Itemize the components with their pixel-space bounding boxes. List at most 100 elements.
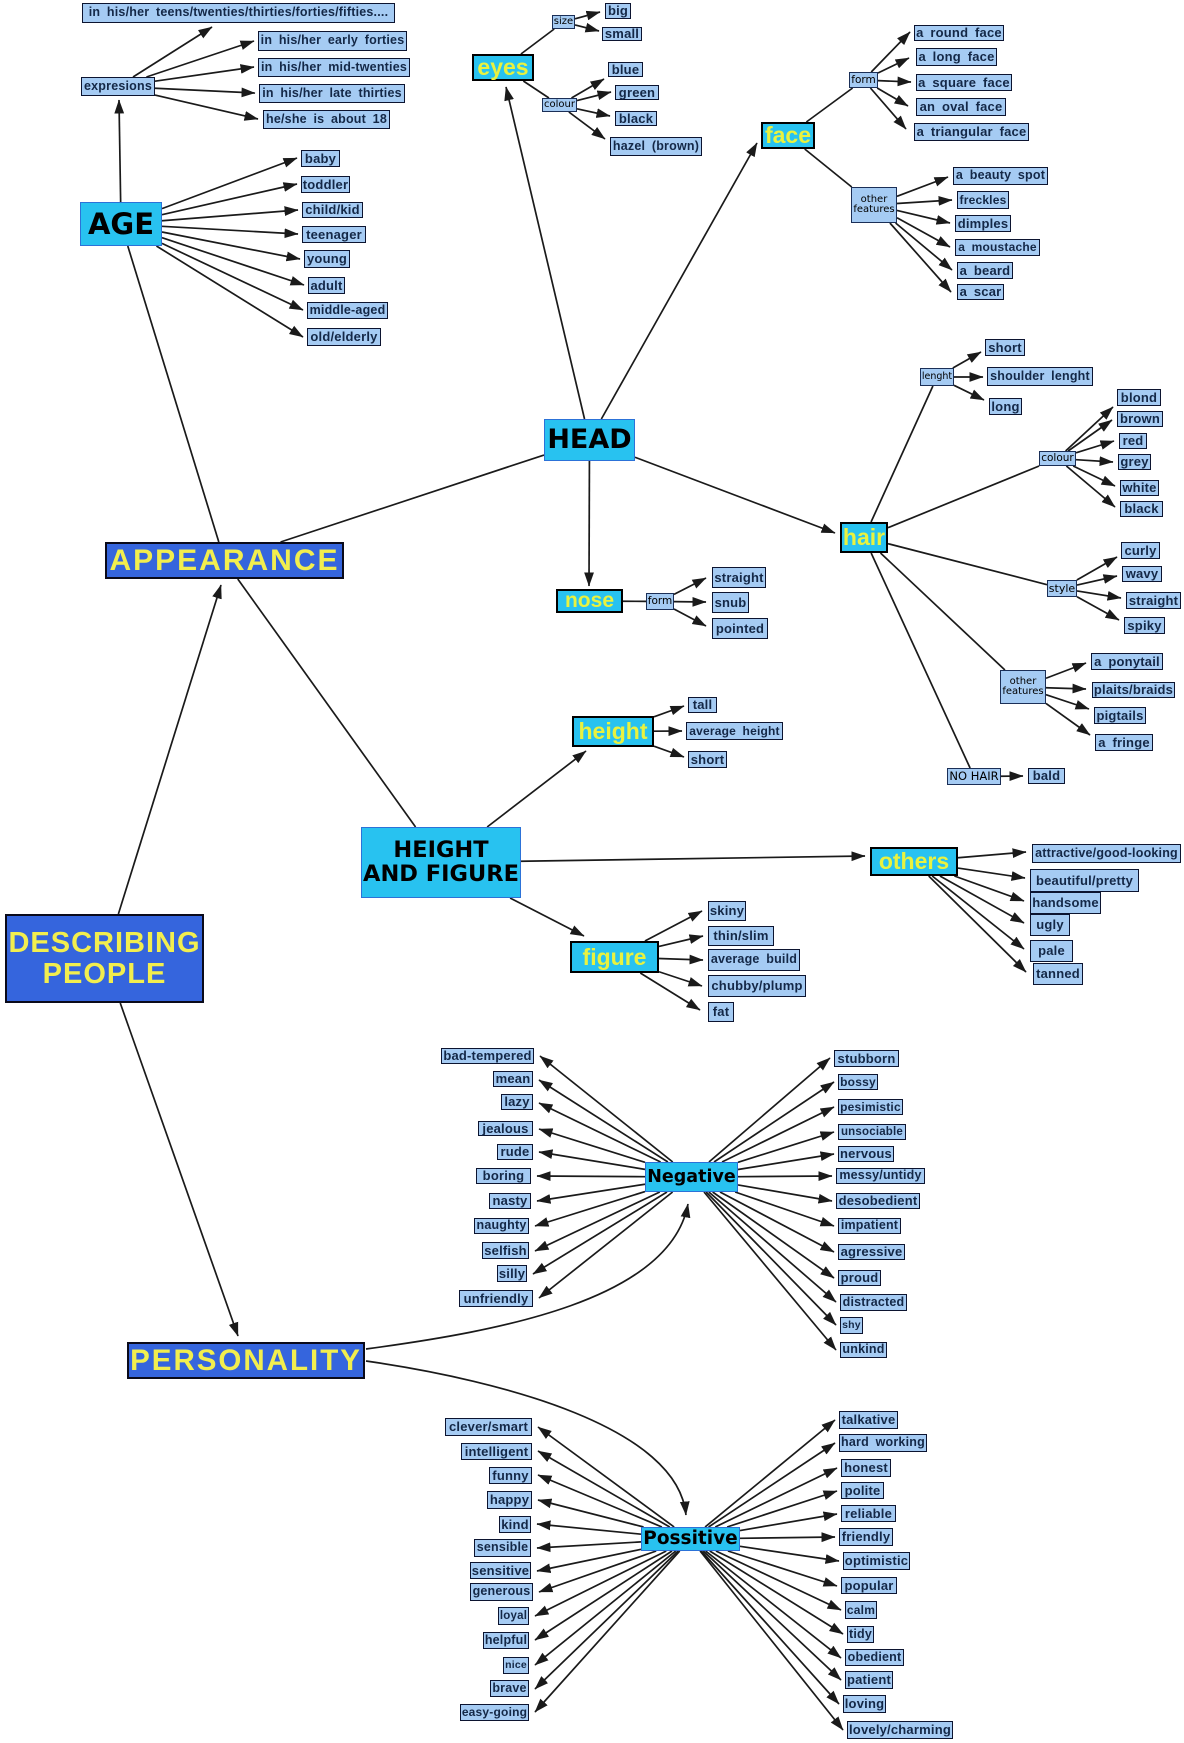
node-kind-label: kind (501, 1516, 529, 1532)
node-curly: curly (1121, 542, 1160, 559)
node-grey: grey (1118, 454, 1151, 470)
node-possitive: Possitive (641, 1527, 740, 1551)
node-bad-tempered: bad-tempered (441, 1048, 534, 1064)
node-unkind: unkind (840, 1342, 887, 1358)
node-ugly-label: ugly (1036, 917, 1064, 933)
node-bossy: bossy (838, 1074, 878, 1090)
edge-38 (896, 176, 949, 198)
node-form-nose: form (646, 593, 674, 610)
edge-43 (889, 222, 952, 293)
edge-40 (896, 209, 951, 225)
node-agressive: agressive (838, 1244, 905, 1260)
node-nose: nose (556, 589, 623, 613)
node-nohair: NO HAIR (947, 768, 1001, 785)
edge-76 (653, 745, 685, 758)
node-generous-label: generous (472, 1584, 531, 1599)
edge-36 (876, 87, 909, 107)
node-proud-label: proud (840, 1270, 879, 1286)
node-clever-smart-label: clever/smart (448, 1419, 528, 1435)
edge-63 (1045, 683, 1087, 694)
node-desobedient: desobedient (836, 1193, 920, 1209)
node-long-face: a long face (916, 48, 997, 66)
edge-84 (658, 934, 704, 948)
node-silly-label: silly (498, 1265, 526, 1281)
node-mid-twenties: in his/her mid-twenties (258, 58, 410, 77)
edge-24 (522, 80, 550, 99)
node-polite: polite (841, 1482, 884, 1499)
edge-57 (1065, 465, 1116, 508)
node-colour-hair-label: colour (1041, 452, 1074, 465)
node-pointed-label: pointed (715, 620, 765, 636)
node-personality: PERSONALITY (127, 1342, 365, 1379)
edge-1 (280, 454, 545, 543)
node-honest: honest (841, 1459, 891, 1477)
node-tall-label: tall (692, 697, 713, 713)
node-about-18: he/she is about 18 (263, 110, 390, 129)
edge-0 (126, 245, 220, 543)
node-thin-slim-label: thin/slim (713, 928, 769, 944)
node-rude-label: rude (500, 1144, 530, 1160)
node-head-label: HEAD (547, 423, 632, 455)
edge-128 (708, 1442, 836, 1528)
edge-90 (539, 1055, 674, 1163)
edge-4 (119, 1002, 239, 1337)
node-lazy-label: lazy (504, 1094, 530, 1110)
edge-136 (709, 1550, 844, 1635)
node-nose-label: nose (564, 588, 614, 612)
edge-135 (715, 1550, 842, 1611)
edge-37 (869, 87, 907, 130)
node-beard-label: a beard (959, 262, 1011, 278)
edge-137 (705, 1550, 842, 1659)
node-describing-people: DESCRIBING PEOPLE (5, 914, 204, 1003)
node-handsome: handsome (1030, 892, 1101, 914)
node-plaits-label: plaits/braids (1093, 682, 1174, 698)
node-lazy: lazy (501, 1094, 533, 1110)
node-eyes-label: eyes (477, 54, 529, 81)
edge-138 (702, 1550, 842, 1681)
edge-83 (644, 910, 703, 942)
node-shy: shy (840, 1317, 863, 1334)
edge-56 (1072, 465, 1116, 487)
node-unfriendly: unfriendly (459, 1290, 533, 1307)
edge-5 (114, 99, 125, 203)
edge-27 (571, 78, 605, 99)
edge-59 (1076, 574, 1118, 586)
edge-72 (520, 851, 866, 863)
edge-105 (737, 1151, 835, 1171)
node-intelligent: intelligent (461, 1443, 532, 1460)
node-brave: brave (490, 1680, 529, 1697)
node-teens-line: in his/her teens/twenties/thirties/forti… (82, 3, 395, 23)
edge-104 (737, 1131, 835, 1164)
node-appearance: APPEARANCE (105, 542, 344, 579)
node-ponytail-label: a ponytail (1094, 653, 1160, 669)
edge-32 (804, 148, 853, 188)
node-kind: kind (499, 1516, 531, 1533)
node-selfish: selfish (482, 1242, 529, 1259)
edge-109 (719, 1191, 835, 1253)
node-colour-hair: colour (1039, 451, 1076, 466)
node-big: big (605, 3, 631, 19)
edge-116 (537, 1474, 663, 1528)
node-attractive-label: attractive/good-looking (1035, 845, 1178, 860)
node-brown-label: brown (1120, 411, 1160, 427)
node-bald: bald (1028, 768, 1065, 784)
node-selfish-label: selfish (484, 1242, 527, 1258)
node-sensitive: sensitive (470, 1562, 531, 1579)
node-small-label: small (604, 26, 640, 42)
node-adult-label: adult (310, 277, 343, 293)
node-height: height (572, 716, 654, 747)
node-beautiful-label: beautiful/pretty (1035, 872, 1134, 888)
node-snub: snub (712, 592, 749, 613)
node-style-label: style (1048, 582, 1076, 595)
node-moustache-label: a moustache (958, 240, 1037, 255)
node-beauty-spot: a beauty spot (953, 167, 1048, 185)
node-hard-working-label: hard working (841, 1435, 925, 1450)
node-nervous: nervous (838, 1146, 894, 1162)
node-personality-label: PERSONALITY (130, 1343, 362, 1377)
node-young: young (304, 250, 350, 268)
edge-7 (146, 40, 255, 78)
edge-30 (568, 111, 606, 140)
edge-88 (365, 1203, 691, 1350)
edge-123 (534, 1550, 673, 1641)
node-impatient: impatient (838, 1218, 901, 1234)
